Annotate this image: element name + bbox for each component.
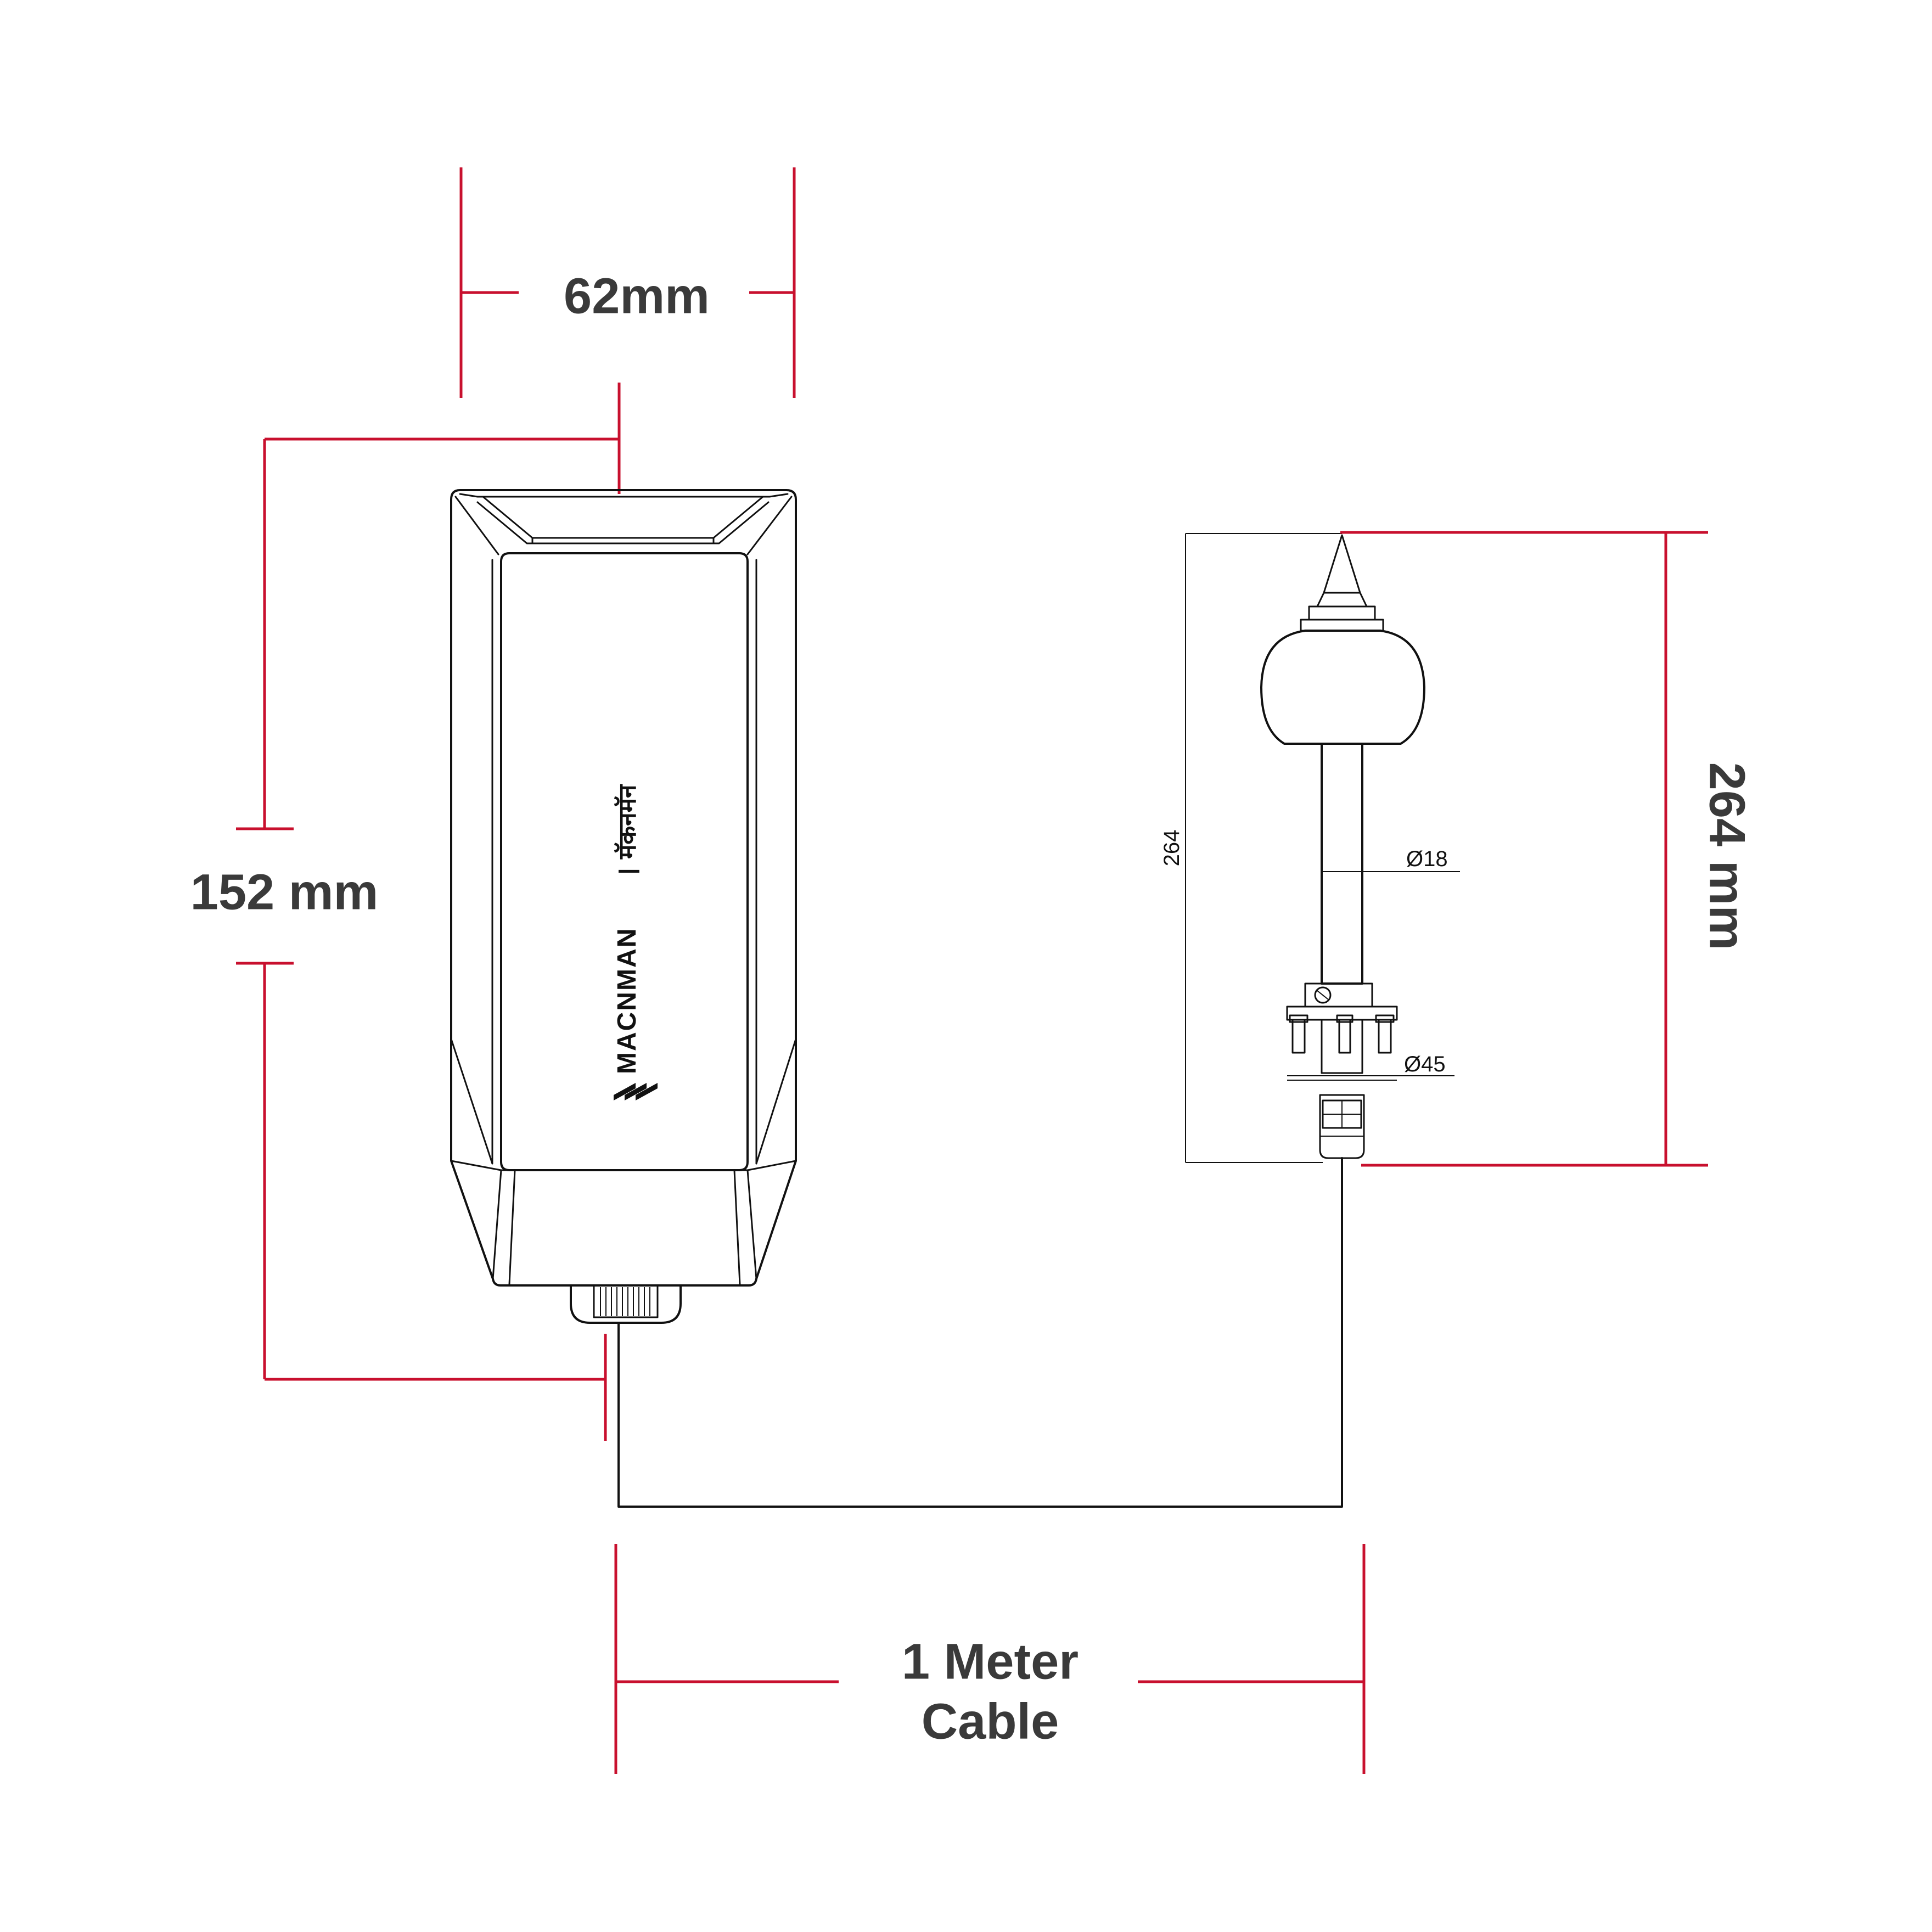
rod-small-height-label: 264 bbox=[1160, 830, 1184, 867]
cable bbox=[617, 1157, 1343, 1508]
brand-name: MACNMAN bbox=[613, 928, 642, 1074]
rod-diameter-label: Ø18 bbox=[1406, 847, 1448, 871]
cable-length-dimension: 1 Meter Cable bbox=[614, 1544, 1366, 1774]
cable-label-line2: Cable bbox=[922, 1693, 1059, 1749]
brand-hindi: मॅकनमॅन bbox=[614, 784, 641, 860]
cable-label-line1: 1 Meter bbox=[902, 1633, 1079, 1689]
rod-sensor: 264 Ø18 Ø45 bbox=[1160, 533, 1460, 1163]
sensor-enclosure: MACNMAN | मॅकनमॅन bbox=[450, 489, 797, 1324]
logo-slashes bbox=[614, 1083, 658, 1100]
gland-knurl bbox=[600, 1287, 650, 1316]
rod-height-label: 264 mm bbox=[1699, 762, 1755, 951]
rod-height-dimension: 264 mm bbox=[1340, 531, 1755, 1167]
brand-separator: | bbox=[615, 868, 639, 874]
width-label: 62mm bbox=[564, 268, 710, 324]
brand-logo: MACNMAN | मॅकनमॅन bbox=[613, 784, 658, 1100]
mount-diameter-label: Ø45 bbox=[1404, 1052, 1446, 1076]
height-dimension: 152 mm bbox=[190, 383, 621, 1441]
height-label: 152 mm bbox=[190, 864, 379, 920]
width-dimension: 62mm bbox=[459, 167, 796, 398]
